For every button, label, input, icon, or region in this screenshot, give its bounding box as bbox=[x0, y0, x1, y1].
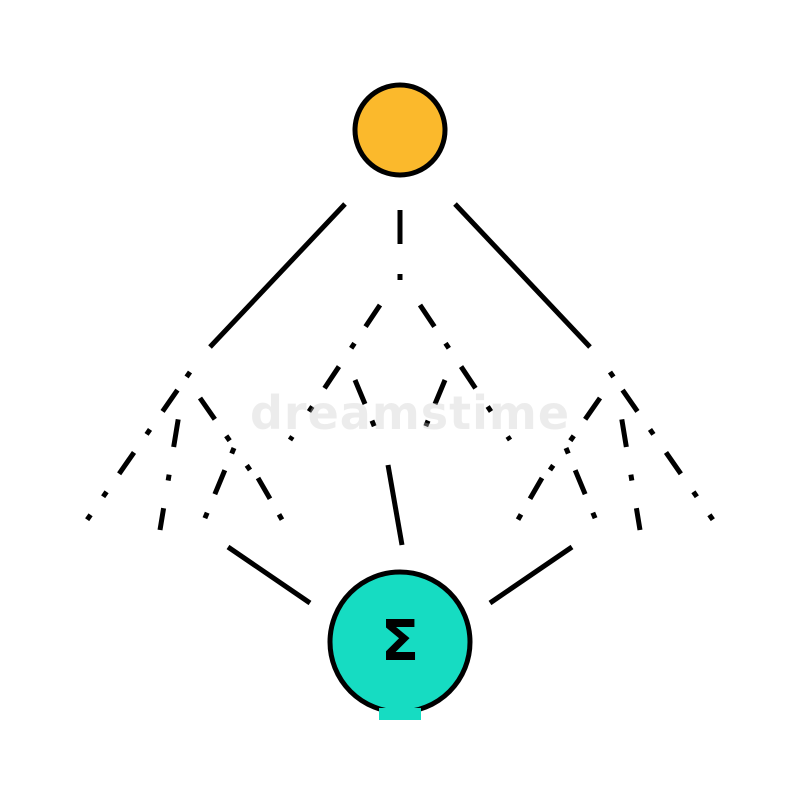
sigma-icon: Σ bbox=[381, 609, 419, 674]
edge-left-a bbox=[77, 370, 193, 532]
edge-root-right bbox=[453, 202, 592, 349]
edge-center-c bbox=[352, 379, 383, 441]
edge-center-a bbox=[287, 303, 383, 442]
edge-center-b bbox=[417, 303, 513, 442]
edge-root-left bbox=[208, 202, 347, 349]
edge-center-d bbox=[417, 379, 448, 441]
edge-right-d bbox=[509, 476, 545, 532]
edge-right-e bbox=[563, 447, 603, 531]
edge-left-to-sum bbox=[226, 544, 312, 606]
edge-center-to-sum bbox=[385, 464, 405, 546]
edge-left-e bbox=[197, 447, 237, 531]
edge-right-c bbox=[547, 396, 603, 472]
root-node bbox=[352, 82, 448, 178]
edge-right-a bbox=[607, 370, 723, 532]
edge-right-to-sum bbox=[488, 544, 574, 606]
edge-left-c bbox=[197, 396, 253, 472]
sum-node-gap bbox=[379, 708, 421, 720]
edge-left-d bbox=[255, 476, 291, 532]
